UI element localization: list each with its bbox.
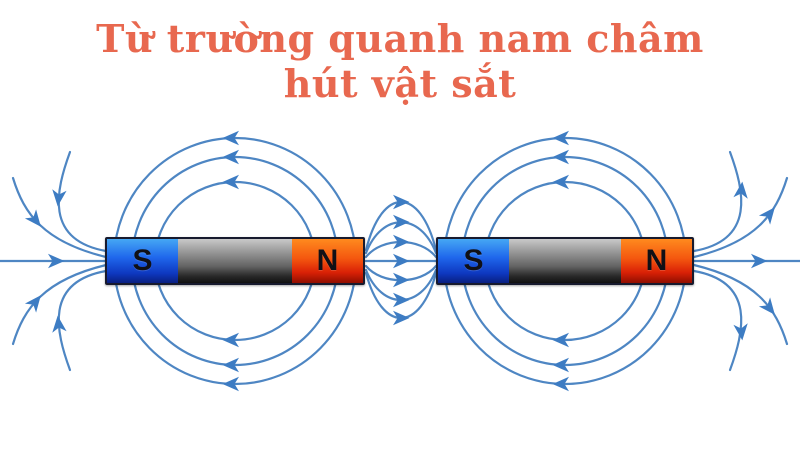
- field-line: [57, 150, 108, 253]
- left-magnet-south-label: S: [132, 244, 153, 277]
- right-magnet-body: [509, 239, 621, 283]
- right-magnet: S N: [436, 237, 694, 285]
- right-magnet-south-pole: S: [438, 239, 509, 283]
- left-magnet-north-label: N: [316, 244, 339, 277]
- left-magnet-south-pole: S: [107, 239, 178, 283]
- right-magnet-north-label: N: [645, 244, 668, 277]
- right-magnet-north-pole: N: [621, 239, 692, 283]
- diagram-title-line2: hút vật sắt: [283, 61, 517, 106]
- left-magnet-body: [178, 239, 292, 283]
- right-magnet-south-label: S: [463, 244, 484, 277]
- field-line: [692, 150, 743, 253]
- left-magnet-north-pole: N: [292, 239, 363, 283]
- left-magnet: S N: [105, 237, 365, 285]
- field-line: [692, 176, 789, 259]
- field-line: [692, 263, 789, 346]
- field-line: [692, 269, 743, 372]
- field-line: [57, 269, 108, 372]
- diagram-title: Từ trường quanh nam châm hút vật sắt: [0, 16, 800, 106]
- right-outer-field-lines: [692, 150, 800, 372]
- diagram-title-line1: Từ trường quanh nam châm: [96, 16, 704, 61]
